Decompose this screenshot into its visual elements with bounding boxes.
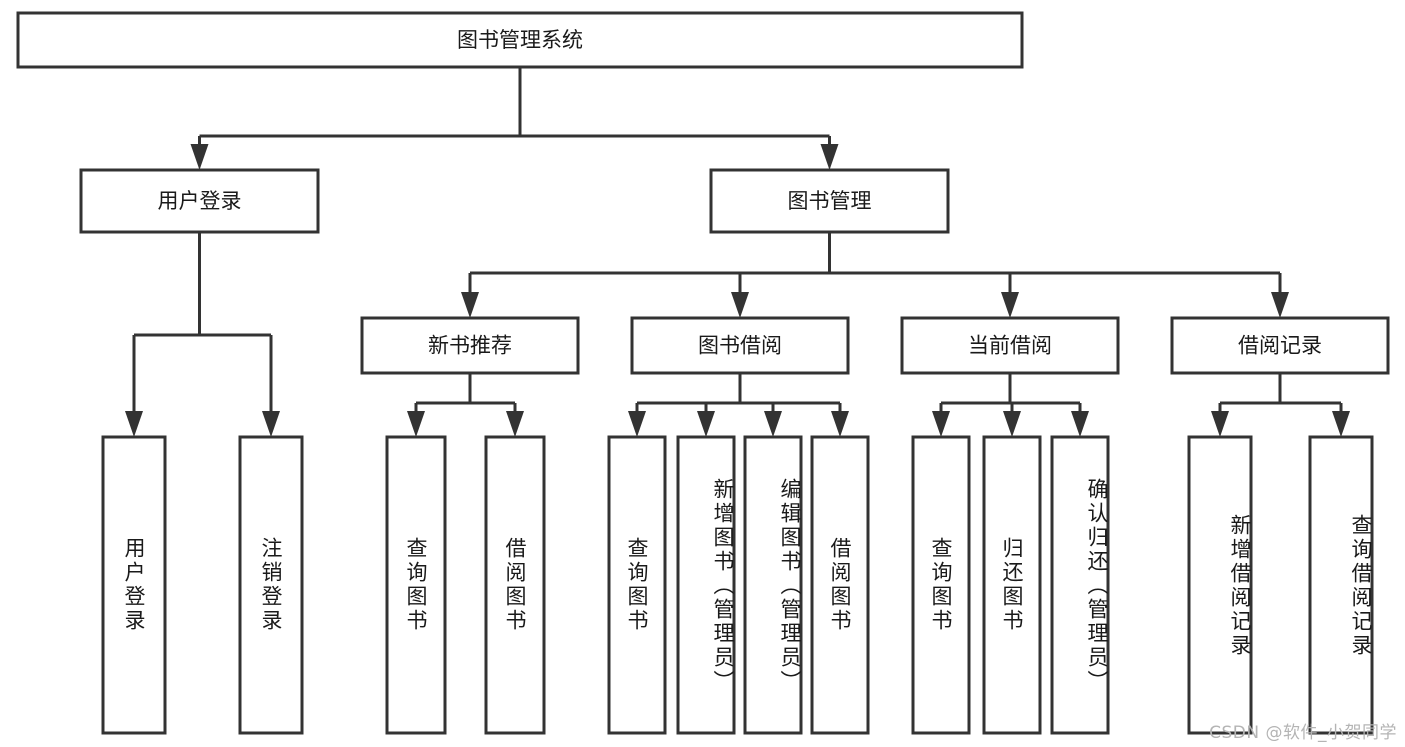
- leaf-node-box-1: [238, 435, 304, 735]
- level3-node-box-0: [360, 316, 580, 375]
- leaf-node-box-7: [810, 435, 870, 735]
- level3-node-label-3: 借阅记录: [1238, 334, 1322, 358]
- level3-1-to-leaves-arrow-3: [831, 411, 849, 437]
- level2-node-box-0: [79, 168, 320, 234]
- level3-1-to-leaves-arrow-0: [628, 411, 646, 437]
- level3-node-label-0: 新书推荐: [428, 334, 512, 358]
- level3-node-box-2: [900, 316, 1120, 375]
- level3-1-to-leaves-arrow-2: [764, 411, 782, 437]
- level3-0-to-leaves-arrow-1: [506, 411, 524, 437]
- level3-node-box-3: [1170, 316, 1390, 375]
- leaf-node-box-11: [1187, 435, 1253, 735]
- csdn-watermark: CSDN @软件_小贺同学: [1209, 723, 1397, 743]
- connector-layer: [125, 67, 1350, 437]
- book-mgmt-to-level3-arrow-1: [731, 292, 749, 318]
- level3-node-box-1: [630, 316, 850, 375]
- user-login-to-leaves-arrow-0: [125, 411, 143, 437]
- level3-1-to-leaves-arrow-1: [697, 411, 715, 437]
- leaf-node-box-12: [1308, 435, 1374, 735]
- level3-2-to-leaves-arrow-1: [1003, 411, 1021, 437]
- level2-node-label-1: 图书管理: [788, 189, 872, 213]
- leaf-node-box-0: [101, 435, 167, 735]
- leaf-node-box-5: [676, 435, 736, 735]
- level3-node-label-1: 图书借阅: [698, 334, 782, 358]
- leaf-node-box-3: [484, 435, 546, 735]
- leaf-node-box-8: [911, 435, 971, 735]
- root-to-level2-arrow-1: [820, 144, 839, 170]
- level2-node-label-0: 用户登录: [158, 189, 242, 213]
- level3-0-to-leaves-arrow-0: [407, 411, 425, 437]
- leaf-node-box-4: [607, 435, 667, 735]
- leaf-node-box-10: [1050, 435, 1110, 735]
- leaf-node-box-9: [982, 435, 1042, 735]
- level3-3-to-leaves-arrow-0: [1211, 411, 1229, 437]
- level3-node-label-2: 当前借阅: [968, 334, 1052, 358]
- node-box-layer: [16, 11, 1390, 735]
- user-login-to-leaves-arrow-1: [262, 411, 280, 437]
- root-node-box: [16, 11, 1024, 69]
- book-mgmt-to-level3-arrow-2: [1001, 292, 1019, 318]
- leaf-node-box-2: [385, 435, 447, 735]
- level3-2-to-leaves-arrow-0: [932, 411, 950, 437]
- book-mgmt-to-level3-arrow-3: [1271, 292, 1289, 318]
- root-to-level2-arrow-0: [190, 144, 209, 170]
- root-node-label: 图书管理系统: [457, 28, 583, 52]
- level3-2-to-leaves-arrow-2: [1071, 411, 1089, 437]
- book-mgmt-to-level3-arrow-0: [461, 292, 479, 318]
- level2-node-box-1: [709, 168, 950, 234]
- level3-3-to-leaves-arrow-1: [1332, 411, 1350, 437]
- leaf-node-box-6: [743, 435, 803, 735]
